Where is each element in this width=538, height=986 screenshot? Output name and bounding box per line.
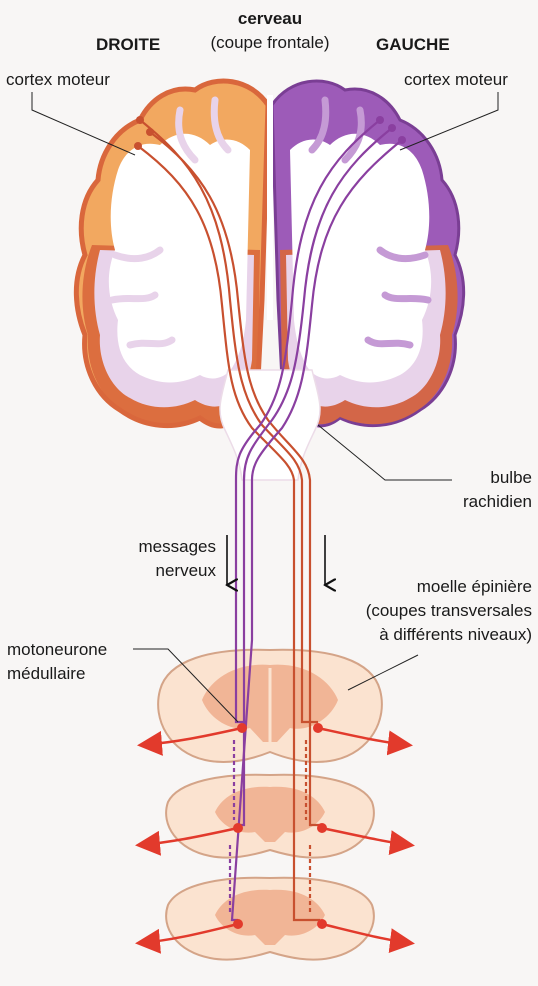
messages-label-1: messages (90, 537, 216, 557)
spinal-section-3 (166, 878, 374, 960)
medulla-label-1: bulbe (420, 468, 532, 488)
brain-title: cerveau (210, 9, 330, 29)
motoneuron-label-2: médullaire (7, 664, 85, 684)
spinal-label-1: moelle épinière (318, 577, 532, 597)
spinal-label-3: à différents niveaux) (318, 625, 532, 645)
spinal-cord-sections (158, 650, 382, 960)
spinal-section-2 (166, 775, 374, 858)
motoneuron-label-1: motoneurone (7, 640, 107, 660)
side-label-left: GAUCHE (376, 35, 450, 55)
motor-cortex-label-right: cortex moteur (6, 70, 110, 90)
brain-subtitle: (coupe frontale) (185, 33, 355, 53)
side-label-right: DROITE (96, 35, 160, 55)
spinal-label-2: (coupes transversales (318, 601, 532, 621)
messages-label-2: nerveux (90, 561, 216, 581)
spinal-section-1 (158, 650, 382, 762)
medulla-label-2: rachidien (420, 492, 532, 512)
motor-cortex-label-left: cortex moteur (404, 70, 508, 90)
